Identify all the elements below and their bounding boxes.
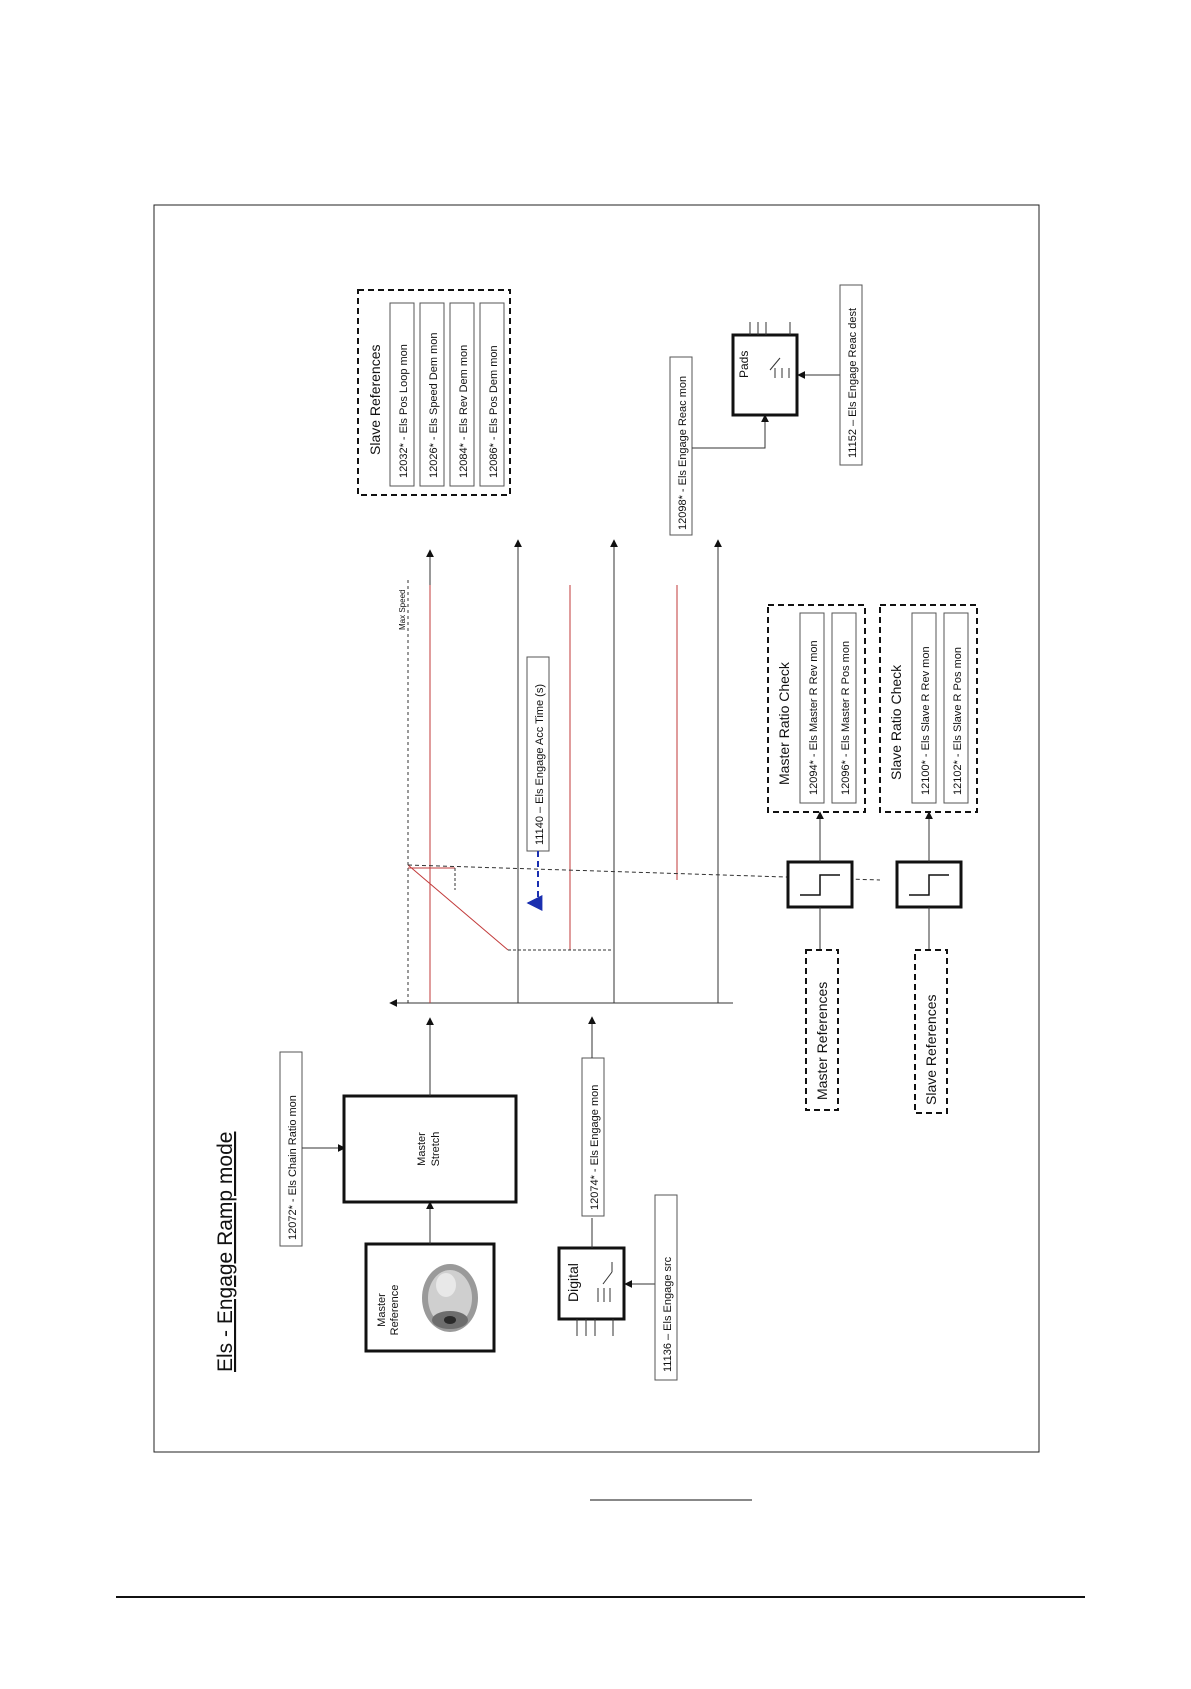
svg-text:11140 – Els Engage Acc Time (s: 11140 – Els Engage Acc Time (s) [534,684,546,845]
slave-ratio-item: 12100* - Els Slave R Rev mon [920,646,932,795]
svg-text:Master Ratio Check: Master Ratio Check [776,661,792,785]
svg-text:Slave References: Slave References [367,344,383,455]
engage-reac-dest-label: 11152 – Els Engage Reac dest [839,284,863,466]
svg-text:Slave Ratio Check: Slave Ratio Check [888,664,904,780]
svg-text:12074* - Els Engage mon: 12074* - Els Engage mon [589,1085,601,1210]
engage-reac-mon-label: 12098* - Els Engage Reac mon [669,356,693,536]
diagram-title: Els - Engage Ramp mode [214,1132,237,1372]
chain-ratio-label: 12072* - Els Chain Ratio mon [279,1051,303,1247]
master-stretch-block: Master Stretch [342,1094,518,1204]
slave-ref-item: 12086* - Els Pos Dem mon [488,345,500,478]
svg-text:11136 – Els Engage src: 11136 – Els Engage src [662,1256,674,1372]
slave-ratio-check-group: Slave Ratio Check 12100* - Els Slave R R… [879,604,978,813]
svg-text:12098* - Els Engage Reac mon: 12098* - Els Engage Reac mon [677,376,689,530]
svg-text:Slave References: Slave References [923,994,939,1105]
diagram-frame [153,204,1040,1453]
svg-text:Digital: Digital [565,1263,581,1302]
svg-text:Master References: Master References [814,982,830,1100]
master-references-block: Master References [805,949,839,1111]
svg-text:Master: Master [416,1132,428,1166]
acc-time-label: 11140 – Els Engage Acc Time (s) [526,656,550,852]
svg-text:11152 – Els Engage Reac dest: 11152 – Els Engage Reac dest [847,308,859,458]
engage-src-label: 11136 – Els Engage src [654,1194,678,1381]
encoder-image [422,1264,478,1332]
slave-step-block [895,860,963,909]
slave-references-block: Slave References [914,949,948,1114]
master-reference-block: Master Reference [364,1242,496,1353]
svg-text:Pads: Pads [737,351,751,378]
slave-ref-item: 12032* - Els Pos Loop mon [398,344,410,478]
slave-references-group: Slave References 12032* - Els Pos Loop m… [357,289,511,496]
slave-ref-item: 12026* - Els Speed Dem mon [428,332,440,478]
master-step-block [786,860,854,909]
digital-block: Digital [557,1246,626,1321]
slave-ratio-item: 12102* - Els Slave R Pos mon [952,647,964,795]
switch-icon [597,1262,613,1302]
svg-text:Master: Master [376,1293,388,1327]
engage-mon-label: 12074* - Els Engage mon [581,1057,605,1217]
slave-ref-item: 12084* - Els Rev Dem mon [458,345,470,478]
svg-text:Reference: Reference [389,1285,401,1336]
pads-block: Pads [731,333,799,417]
master-ratio-item: 12096* - Els Master R Pos mon [840,641,852,795]
svg-text:Stretch: Stretch [430,1132,442,1167]
master-ratio-check-group: Master Ratio Check 12094* - Els Master R… [767,604,866,813]
master-ratio-item: 12094* - Els Master R Rev mon [808,640,820,795]
svg-text:12072* - Els Chain Ratio mon: 12072* - Els Chain Ratio mon [287,1095,299,1240]
max-speed-label: Max Speed [398,590,407,630]
switch-icon [769,357,790,378]
